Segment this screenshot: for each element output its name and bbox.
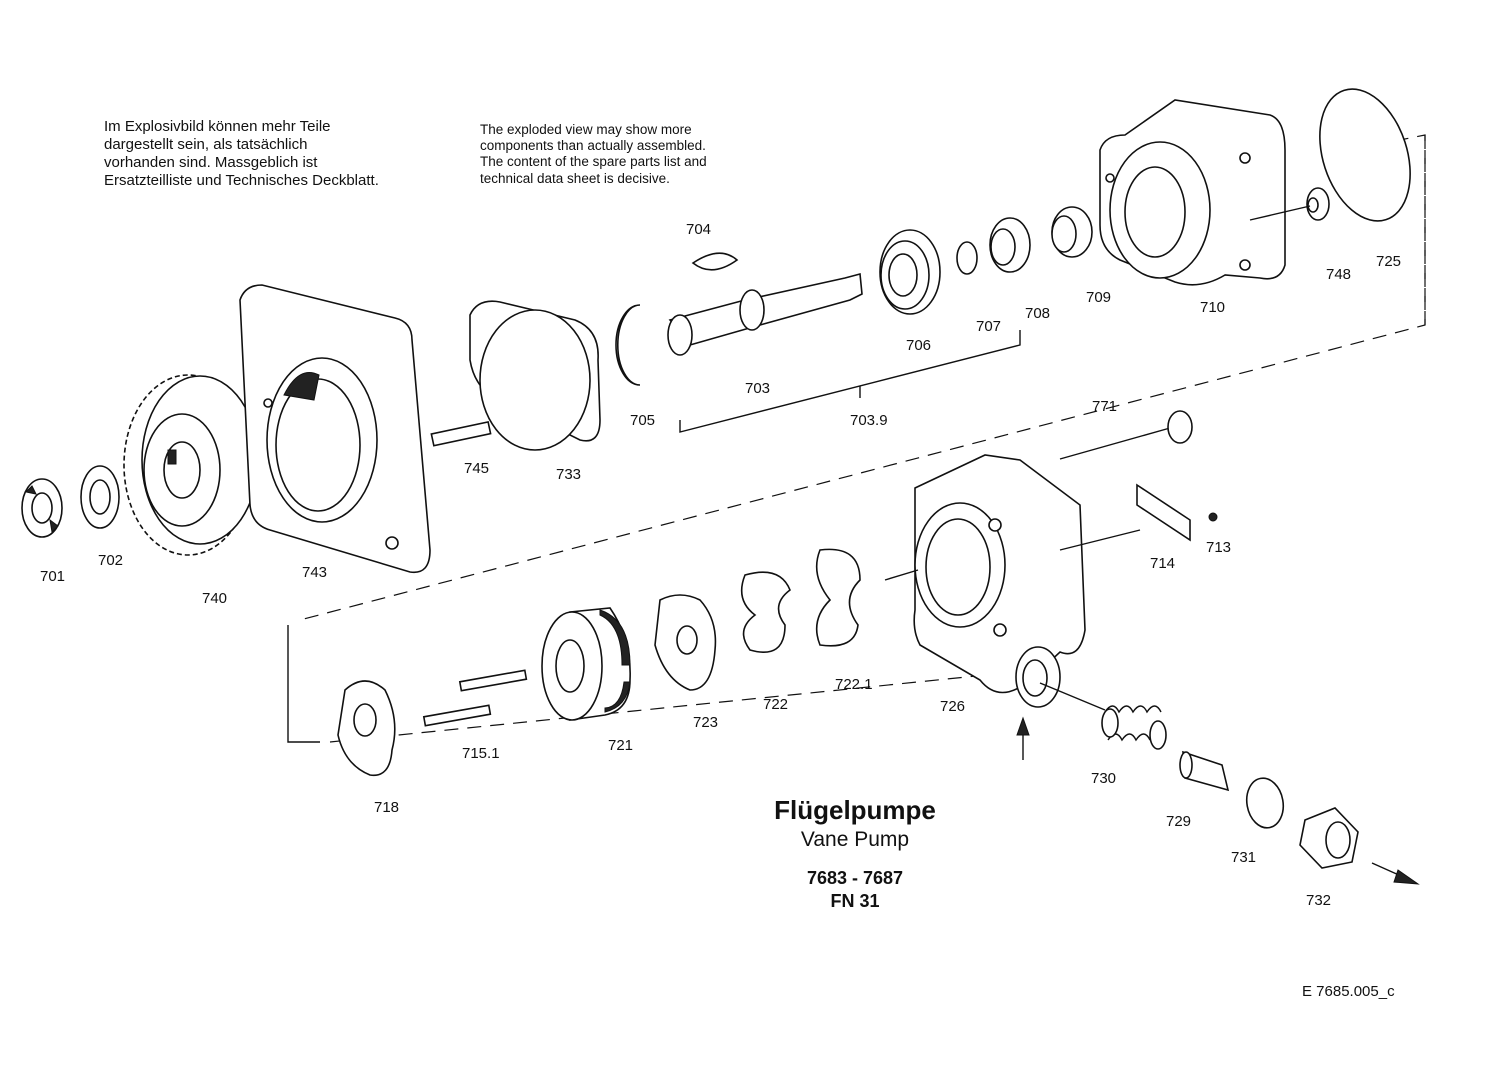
label-722: 722	[763, 696, 789, 713]
label-707: 707	[976, 318, 1002, 335]
part-729-valve	[1179, 750, 1230, 792]
label-705: 705	[630, 412, 656, 429]
part-743-flange	[239, 284, 431, 574]
label-748: 748	[1326, 266, 1352, 283]
label-731: 731	[1231, 849, 1257, 866]
label-726: 726	[940, 698, 966, 715]
label-740: 740	[202, 590, 228, 607]
inlet-arrow-icon	[1016, 716, 1030, 760]
label-725: 725	[1376, 253, 1402, 270]
part-723-plate	[654, 594, 717, 691]
leader-lines	[884, 205, 1311, 711]
label-733: 733	[556, 466, 582, 483]
part-732-plug	[1299, 807, 1359, 869]
label-709: 709	[1086, 289, 1112, 306]
label-729: 729	[1166, 813, 1192, 830]
part-702-lockwasher	[80, 465, 120, 529]
label-710: 710	[1200, 299, 1226, 316]
label-732: 732	[1306, 892, 1332, 909]
title-german: Flügelpumpe	[774, 795, 936, 825]
part-730-spring	[1101, 705, 1167, 750]
part-703-shaft	[667, 272, 863, 356]
part-707-ring	[956, 241, 978, 275]
bracket-703-9	[679, 330, 1021, 433]
assembly-axis-lines	[287, 134, 1426, 743]
part-704-key	[691, 252, 739, 271]
part-771-bolt	[1059, 410, 1193, 460]
part-733-gasket	[469, 300, 601, 451]
label-714: 714	[1150, 555, 1176, 572]
label-721: 721	[608, 737, 634, 754]
part-740-gear	[123, 374, 259, 556]
part-718-plate	[337, 680, 396, 777]
part-721-rotor	[541, 607, 631, 721]
part-710-housing-cover	[1099, 99, 1286, 286]
part-748-nut	[1306, 187, 1330, 221]
part-708-bushing	[989, 217, 1031, 273]
label-718: 718	[374, 799, 400, 816]
part-715-1-pins	[422, 669, 528, 727]
title-english: Vane Pump	[800, 828, 910, 851]
part-726-pump-body	[913, 454, 1086, 708]
title-block: Flügelpumpe Vane Pump 7683 - 7687 FN 31	[700, 795, 1010, 912]
part-701-locknut	[21, 478, 63, 538]
label-703-9: 703.9	[850, 412, 888, 429]
label-743: 743	[302, 564, 328, 581]
label-715-1: 715.1	[462, 745, 500, 762]
disclaimer-german: Im Explosivbild können mehr Teile darges…	[104, 118, 379, 189]
outlet-arrow-icon	[1371, 862, 1420, 885]
label-713: 713	[1206, 539, 1232, 556]
part-725-o-ring	[1319, 88, 1411, 222]
label-704: 704	[686, 221, 712, 238]
part-745-pin	[430, 420, 492, 447]
part-722-ring	[740, 571, 791, 653]
document-code: E 7685.005_c	[1302, 983, 1395, 1000]
label-706: 706	[906, 337, 932, 354]
part-714-label-plate	[1059, 483, 1191, 551]
label-730: 730	[1091, 770, 1117, 787]
part-713-rivet	[1208, 512, 1218, 522]
function-number: FN 31	[830, 891, 880, 911]
label-771: 771	[1092, 398, 1118, 415]
label-745: 745	[464, 460, 490, 477]
label-701: 701	[40, 568, 66, 585]
part-731-o-ring	[1245, 777, 1285, 829]
label-703: 703	[745, 380, 771, 397]
disclaimer-english: The exploded view may show more componen…	[480, 122, 707, 186]
label-708: 708	[1025, 305, 1051, 322]
part-709-needle-bearing	[1051, 206, 1093, 258]
part-706-bearing	[879, 229, 941, 315]
label-723: 723	[693, 714, 719, 731]
label-702: 702	[98, 552, 124, 569]
part-705-circlip	[615, 304, 641, 386]
label-722-1: 722.1	[835, 676, 873, 693]
part-722-1-plate	[815, 548, 861, 647]
model-range: 7683 - 7687	[806, 868, 904, 888]
